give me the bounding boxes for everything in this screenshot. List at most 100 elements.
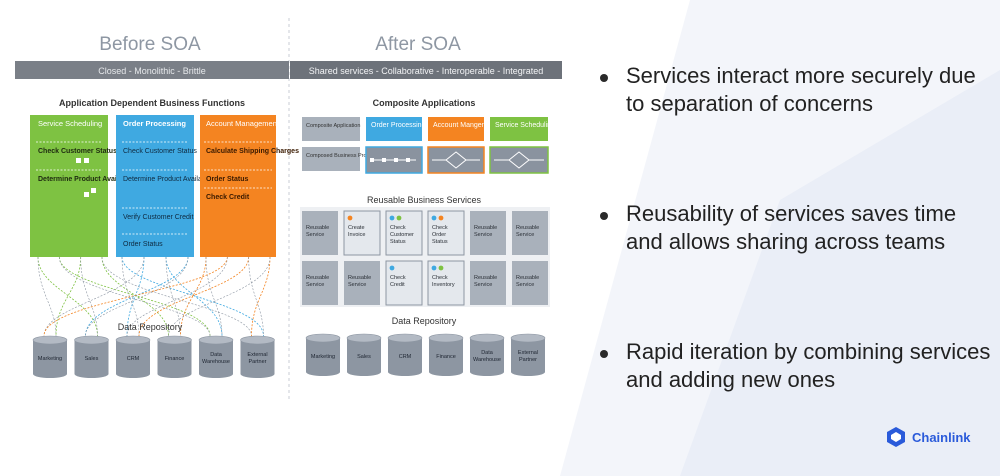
repo-label: Finance <box>165 356 185 362</box>
repo-cylinder: CRM <box>387 333 423 376</box>
item-check-credit: Check Credit <box>206 194 250 201</box>
left-section-title: Application Dependent Business Functions <box>59 98 245 108</box>
repo-cylinder: Finance <box>428 333 464 376</box>
bullet-dot-icon <box>600 350 608 358</box>
item-verify-customer-credit: Verify Customer Credit <box>123 214 193 221</box>
repo-label: CRM <box>127 356 140 362</box>
before-soa-title: Before SOA <box>99 34 201 55</box>
item-order-status: Order Status <box>206 176 249 183</box>
repo-cylinder: Sales <box>74 335 109 378</box>
after-subtitle: Shared services - Collaborative - Intero… <box>309 66 544 76</box>
repo-cylinder: Marketing <box>305 333 341 376</box>
repo-label: Finance <box>436 354 456 360</box>
composite-app-row: Composite Application Order Processing A… <box>302 117 555 141</box>
app-label: Service Scheduling <box>495 122 555 129</box>
after-soa-title: After SOA <box>375 34 461 55</box>
bullet-item: Services interact more securely due to s… <box>600 62 992 118</box>
background-shapes <box>560 0 1000 476</box>
bullet-item: Reusability of services saves time and a… <box>600 200 992 256</box>
item-determine-product-availability: Determine Product Availability <box>123 176 216 183</box>
item-calculate-shipping-charges: Calculate Shipping Charges <box>206 148 299 155</box>
column-account-management: Account Management Calculate Shipping Ch… <box>200 115 299 257</box>
process-label: Composed Business Process <box>306 153 378 159</box>
before-subtitle-bar <box>15 61 289 79</box>
item-check-customer-status: Check Customer Status <box>123 148 197 155</box>
column-service-scheduling: Service Scheduling Check Customer Status… <box>30 115 139 257</box>
app-service-scheduling <box>490 117 548 141</box>
item-check-customer-status: Check Customer Status <box>38 148 117 155</box>
app-order-processing <box>366 117 422 141</box>
repo-label: Marketing <box>311 354 335 360</box>
bullet-text: Reusability of services saves time and a… <box>626 201 957 254</box>
app-label: Account Mangement <box>433 122 497 129</box>
bullet-text: Services interact more securely due to s… <box>626 63 976 116</box>
repo-label: Marketing <box>38 356 62 362</box>
repo-label: Sales <box>357 354 371 360</box>
bullet-dot-icon <box>600 212 608 220</box>
item-determine-product-availability: Determine Product Availability <box>38 176 139 183</box>
composite-app-label: Composite Application <box>306 123 360 129</box>
repo-cylinder: Marketing <box>32 335 68 378</box>
left-repo-title: Data Repository <box>118 322 183 332</box>
before-subtitle: Closed - Monolithic - Brittle <box>98 66 206 76</box>
brand-name: Chainlink <box>912 429 971 445</box>
hexagon-logo-icon <box>887 427 905 447</box>
repo-cylinder: CRM <box>115 335 151 378</box>
column-header: Account Management <box>206 119 280 128</box>
column-header: Order Processing <box>123 119 186 128</box>
app-account-management <box>428 117 484 141</box>
repo-cylinder: Finance <box>157 335 192 378</box>
repo-label: Sales <box>85 356 99 362</box>
column-order-processing: Order Processing Check Customer Status D… <box>116 115 216 257</box>
after-subtitle-bar <box>290 61 562 79</box>
right-repo-title: Data Repository <box>392 316 457 326</box>
business-process-row: Composed Business Process <box>302 146 549 174</box>
chainlink-brand: Chainlink <box>886 426 971 448</box>
repo-cylinder: Sales <box>346 333 382 376</box>
bullet-item: Rapid iteration by combining services an… <box>600 338 992 394</box>
bullet-text: Rapid iteration by combining services an… <box>626 339 991 392</box>
item-order-status: Order Status <box>123 241 163 248</box>
reusable-title: Reusable Business Services <box>367 195 482 205</box>
connection-lines <box>37 256 271 337</box>
bullet-dot-icon <box>600 74 608 82</box>
app-label: Order Processing <box>371 122 426 129</box>
repo-label: CRM <box>399 354 412 360</box>
right-section-title: Composite Applications <box>373 98 476 108</box>
